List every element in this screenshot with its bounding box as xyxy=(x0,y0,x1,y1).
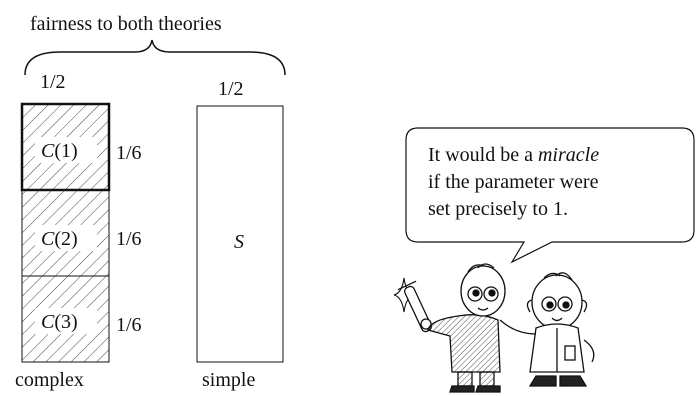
left-character-illustration xyxy=(397,263,506,393)
svg-text:It would be a miracle: It would be a miracle xyxy=(428,144,599,166)
right-character-illustration xyxy=(499,272,595,387)
speech-line-2: if the parameter were xyxy=(428,171,599,193)
speech-line-1: It would be a xyxy=(428,144,538,166)
top-brace xyxy=(24,39,286,76)
simple-letter: S xyxy=(234,231,244,253)
complex-box-1-letter: C xyxy=(41,140,55,162)
svg-text:C(2): C(2) xyxy=(41,228,78,250)
complex-box-1: C(1) xyxy=(20,102,111,192)
complex-box-3-index: (3) xyxy=(54,311,77,333)
complex-box-1-prob: 1/6 xyxy=(116,142,142,164)
complex-box-3-letter: C xyxy=(41,311,55,333)
complex-box-3: C(3) xyxy=(21,275,110,363)
simple-weight: 1/2 xyxy=(218,78,244,100)
complex-box-2-prob: 1/6 xyxy=(116,228,142,250)
speech-bubble xyxy=(405,127,695,264)
complex-box-2: C(2) xyxy=(21,189,110,277)
simple-caption: simple xyxy=(202,369,255,391)
svg-text:C(3): C(3) xyxy=(41,311,78,333)
speech-emphasis: miracle xyxy=(538,144,599,166)
complex-box-3-prob: 1/6 xyxy=(116,314,142,336)
complex-weight: 1/2 xyxy=(40,71,66,93)
complex-box-2-letter: C xyxy=(41,228,55,250)
diagram-title: fairness to both theories xyxy=(30,13,222,35)
complex-box-2-index: (2) xyxy=(54,228,77,250)
speech-line-3: set precisely to 1. xyxy=(428,198,568,220)
complex-caption: complex xyxy=(15,369,84,391)
svg-text:C(1): C(1) xyxy=(41,140,78,162)
simple-box xyxy=(196,105,284,363)
complex-box-1-index: (1) xyxy=(54,140,77,162)
